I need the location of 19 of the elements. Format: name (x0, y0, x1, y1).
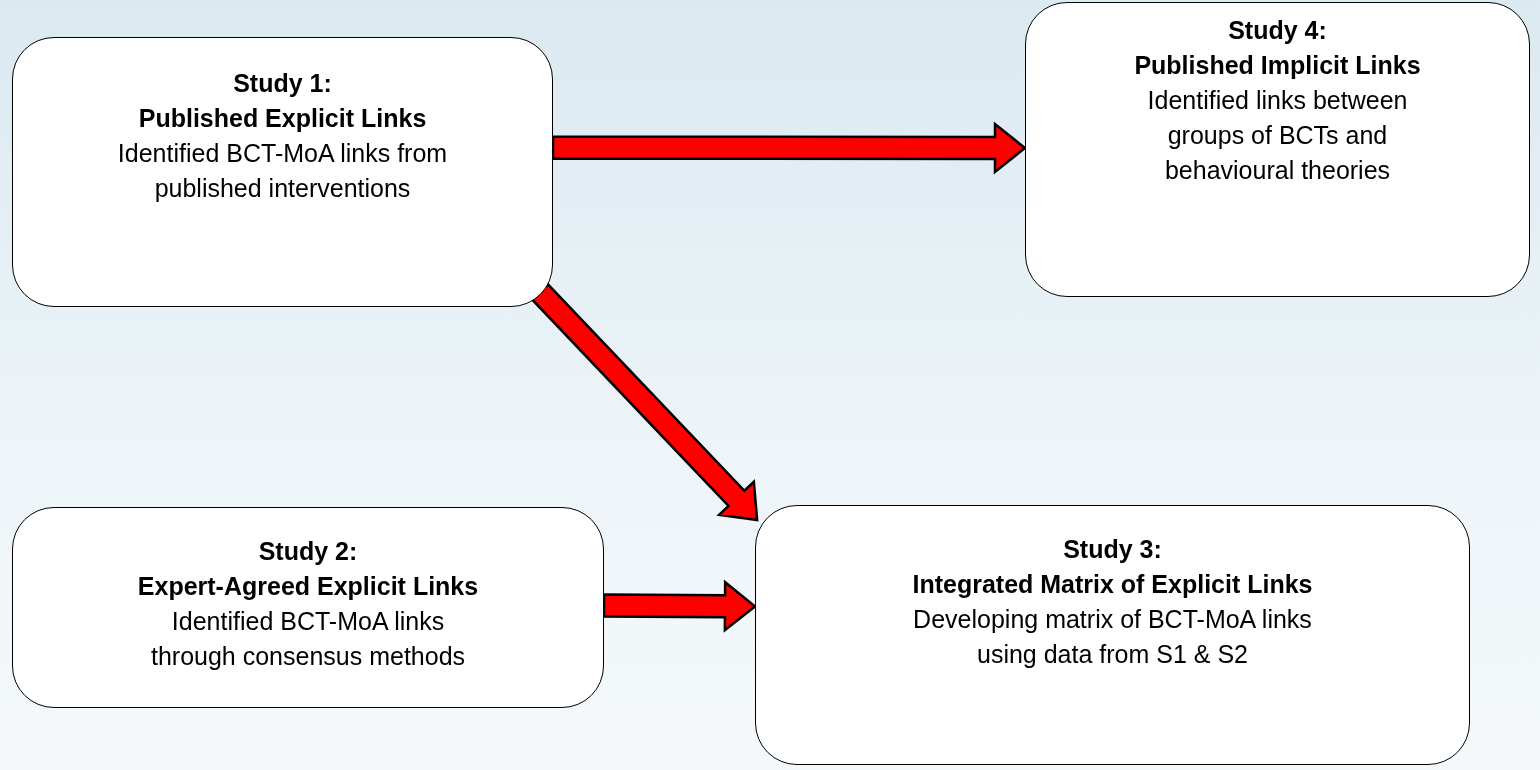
study-title: Integrated Matrix of Explicit Links (912, 569, 1313, 600)
study-number: Study 3: (1063, 534, 1162, 565)
block-arrow (530, 282, 759, 522)
study-description: Identified BCT-MoA links through consensus methods (149, 606, 467, 672)
block-arrow (551, 121, 1027, 175)
study-number: Study 4: (1228, 15, 1327, 46)
study-number: Study 1: (233, 68, 332, 99)
study-description: Developing matrix of BCT-MoA links using data from S1 & S2 (912, 604, 1313, 670)
study-description: Identified BCT-MoA links from published interventions (116, 138, 449, 204)
rounded-box (1025, 2, 1530, 297)
block-arrow (602, 579, 757, 633)
study-title: Published Implicit Links (1134, 50, 1421, 81)
study-title: Published Explicit Links (138, 103, 427, 134)
study-title: Expert-Agreed Explicit Links (137, 571, 479, 602)
rounded-box (12, 507, 604, 708)
rounded-box (12, 37, 553, 307)
rounded-box (755, 505, 1470, 765)
study-description: Identified links between groups of BCTs and behavioural theories (1146, 85, 1409, 186)
study-number: Study 2: (258, 536, 358, 567)
